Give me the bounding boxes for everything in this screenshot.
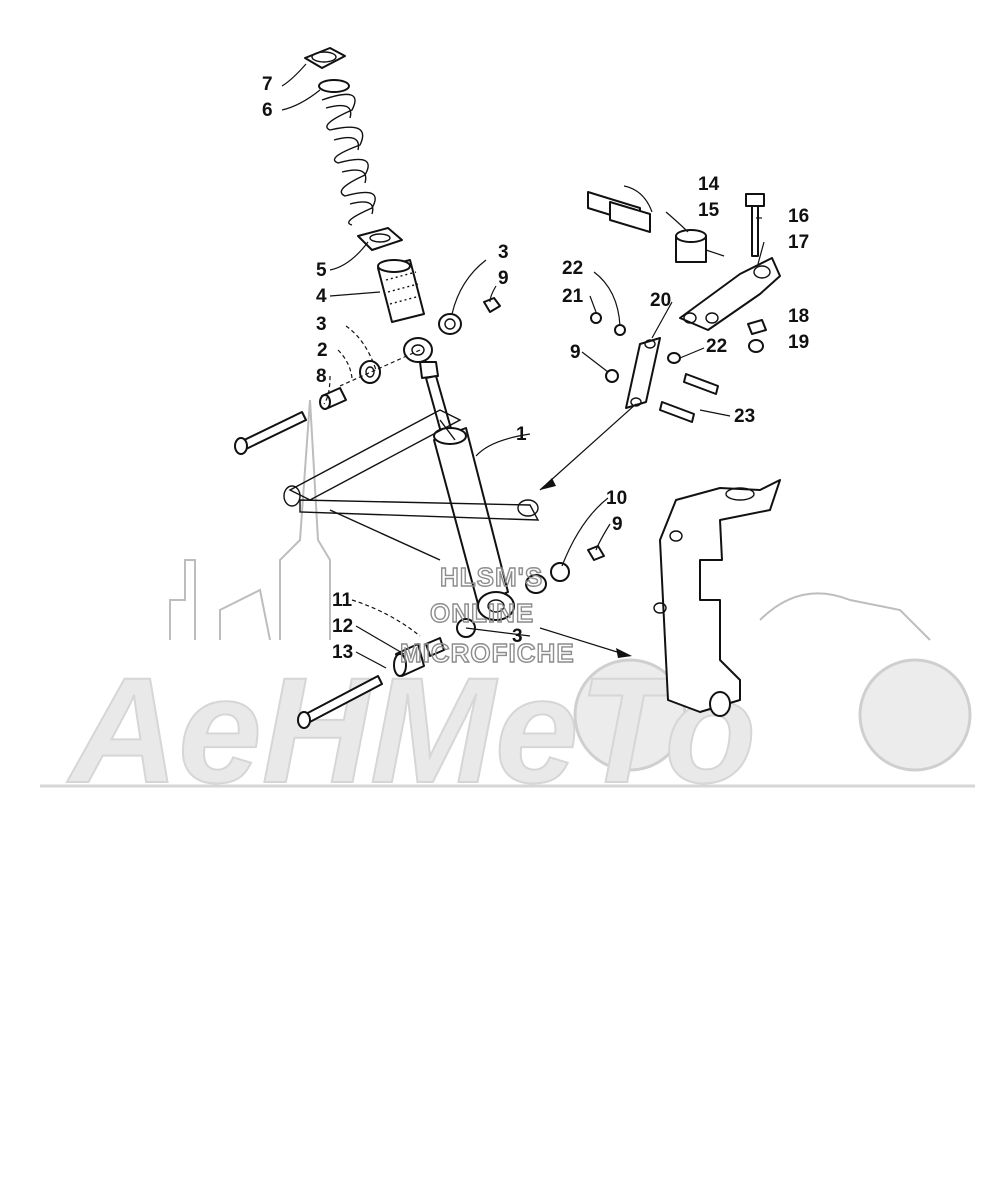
callout-12: 12 bbox=[332, 616, 353, 637]
callout-23: 23 bbox=[734, 406, 755, 427]
callout-2: 2 bbox=[317, 340, 328, 361]
spindle-part bbox=[653, 479, 781, 717]
tie-rod-part bbox=[587, 191, 651, 233]
lower-nut-part bbox=[587, 545, 605, 561]
callout-labels: 1 2 3 3 3 4 5 6 7 8 9 9 9 10 11 12 13 14… bbox=[262, 74, 809, 663]
arm-washer-nut-part bbox=[747, 319, 767, 353]
lower-bushing-part bbox=[393, 643, 425, 677]
lower-sleeve-part bbox=[425, 637, 445, 657]
callout-13: 13 bbox=[332, 642, 353, 663]
watermark-line-3: MICROFICHE bbox=[400, 638, 575, 668]
spring-clip-part bbox=[318, 79, 350, 93]
upper-washer-part bbox=[438, 313, 462, 335]
callout-3: 3 bbox=[512, 626, 523, 647]
callout-9: 9 bbox=[570, 342, 581, 363]
callout-10: 10 bbox=[606, 488, 627, 509]
watermark-line-1: HLSM'S bbox=[440, 562, 543, 592]
callout-22: 22 bbox=[562, 258, 583, 279]
shock-absorber-part bbox=[403, 337, 515, 621]
upper-bushing-part bbox=[319, 387, 347, 410]
callout-22: 22 bbox=[706, 336, 727, 357]
spring-retainer-part bbox=[304, 47, 346, 69]
callout-6: 6 bbox=[262, 100, 273, 121]
watermark-line-2: ONLINE bbox=[430, 598, 534, 628]
callout-16: 16 bbox=[788, 206, 809, 227]
arm-bolt-part bbox=[745, 193, 765, 257]
spring-seat-part bbox=[357, 227, 403, 251]
callout-3: 3 bbox=[316, 314, 327, 335]
watermark-logo: AeHMeTo bbox=[40, 399, 975, 815]
watermark-text: HLSM'S ONLINE MICROFICHE bbox=[399, 561, 575, 668]
callout-9: 9 bbox=[498, 268, 509, 289]
callout-17: 17 bbox=[788, 232, 809, 253]
callout-3: 3 bbox=[498, 242, 509, 263]
callout-11: 11 bbox=[332, 590, 353, 611]
steering-arm-part bbox=[679, 257, 781, 331]
leader-lines bbox=[281, 63, 765, 669]
callout-1: 1 bbox=[516, 424, 527, 445]
callout-18: 18 bbox=[788, 306, 809, 327]
callout-4: 4 bbox=[316, 286, 327, 307]
callout-5: 5 bbox=[316, 260, 327, 281]
callout-20: 20 bbox=[650, 290, 671, 311]
bump-stop-boot-part bbox=[377, 259, 425, 323]
lower-bolt-part bbox=[297, 675, 383, 729]
lower-washers-part bbox=[456, 562, 570, 638]
callout-7: 7 bbox=[262, 74, 273, 95]
link-bolts-part bbox=[590, 312, 719, 423]
callout-21: 21 bbox=[562, 286, 584, 307]
callout-14: 14 bbox=[698, 174, 720, 195]
a-arm-part bbox=[283, 409, 540, 561]
coil-spring-part bbox=[321, 93, 376, 226]
drag-link-part bbox=[625, 337, 661, 409]
callout-8: 8 bbox=[316, 366, 327, 387]
callout-15: 15 bbox=[698, 200, 720, 221]
upper-bolt-part bbox=[234, 411, 307, 455]
callout-19: 19 bbox=[788, 332, 809, 353]
tie-rod-bushing-part bbox=[675, 229, 707, 263]
upper-sleeve-part bbox=[359, 360, 381, 384]
callout-9: 9 bbox=[612, 514, 623, 535]
upper-nut-part bbox=[483, 297, 501, 313]
